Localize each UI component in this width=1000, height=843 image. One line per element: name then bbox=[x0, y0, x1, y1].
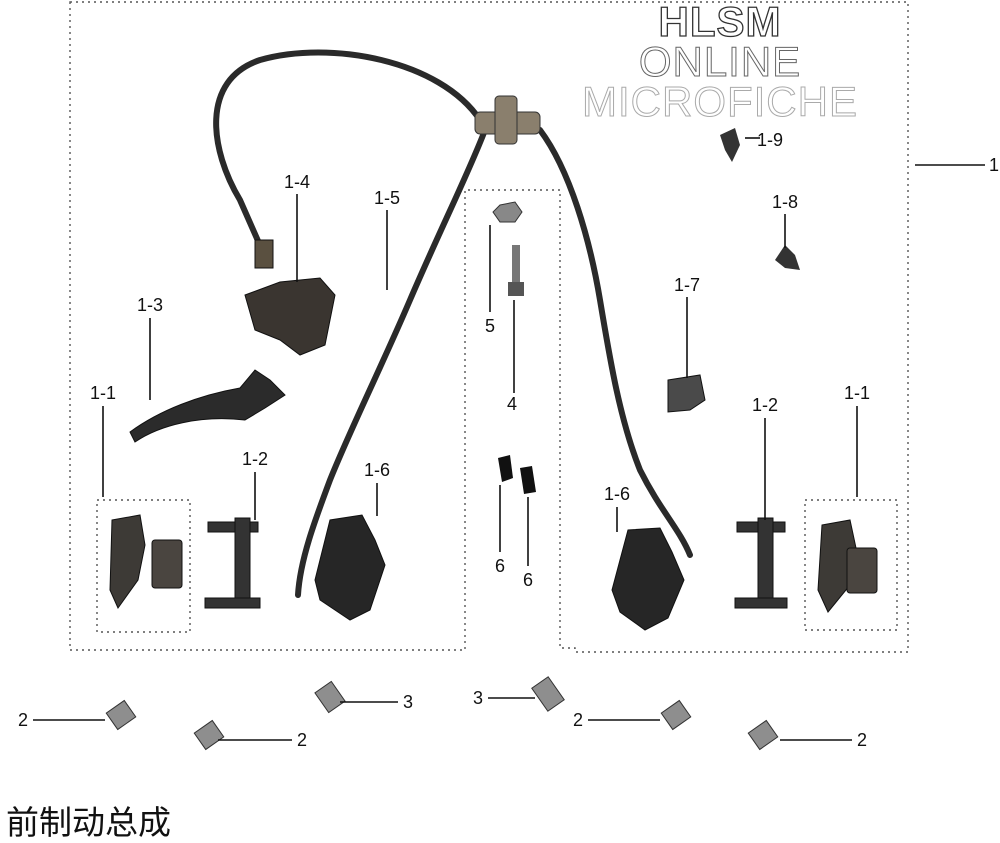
watermark-line-3: MICROFICHE bbox=[582, 78, 858, 125]
caliper-bracket-left bbox=[204, 517, 261, 609]
brake-switch-part bbox=[667, 374, 706, 413]
pad-box-left bbox=[96, 499, 191, 633]
screw-3b-part bbox=[531, 676, 565, 712]
screw-2d-part bbox=[747, 719, 779, 751]
brake-pads-left bbox=[109, 514, 183, 610]
brake-pads-right bbox=[817, 519, 878, 613]
callout-master-cylinder: 1-4 bbox=[283, 172, 311, 192]
callout-screw-2d: 2 bbox=[856, 730, 868, 750]
callout-screw-2c: 2 bbox=[572, 710, 584, 730]
callout-switch: 1-7 bbox=[673, 275, 701, 295]
hose-left bbox=[295, 127, 488, 598]
watermark-line-2: ONLINE bbox=[638, 38, 802, 85]
callout-pad-left: 1-1 bbox=[89, 383, 117, 403]
callout-bolt: 4 bbox=[506, 394, 518, 414]
screw-3a-part bbox=[314, 680, 346, 714]
callout-clamp-b: 1-9 bbox=[756, 130, 784, 150]
callout-nut: 5 bbox=[484, 316, 496, 336]
callout-bracket-right: 1-2 bbox=[751, 395, 779, 415]
nut-part bbox=[492, 201, 523, 223]
caliper-right-part bbox=[611, 527, 685, 631]
screw-2c-part bbox=[660, 699, 692, 731]
callout-screw-2b: 2 bbox=[296, 730, 308, 750]
callout-clip-b: 6 bbox=[522, 570, 534, 590]
callout-hose: 1-5 bbox=[373, 188, 401, 208]
callout-caliper-right: 1-6 bbox=[603, 484, 631, 504]
hose-right bbox=[537, 127, 693, 558]
callout-lever: 1-3 bbox=[136, 295, 164, 315]
pad-box-right bbox=[804, 499, 898, 631]
screw-2b-part bbox=[193, 719, 225, 751]
callout-screw-2a: 2 bbox=[17, 710, 29, 730]
callout-screw-3b: 3 bbox=[472, 688, 484, 708]
callout-caliper-left: 1-6 bbox=[363, 460, 391, 480]
callout-assembly: 1 bbox=[988, 155, 1000, 175]
clamp-1-8-part bbox=[775, 245, 800, 270]
callout-screw-3a: 3 bbox=[402, 692, 414, 712]
watermark-line-1: HLSM bbox=[658, 0, 782, 45]
master-cylinder-part bbox=[244, 239, 336, 356]
diagram-title: 前制动总成 bbox=[6, 803, 171, 842]
hose-master bbox=[213, 49, 483, 253]
callout-bracket-left: 1-2 bbox=[241, 449, 269, 469]
brake-lever-part bbox=[129, 369, 286, 443]
clip-b-part bbox=[520, 466, 536, 494]
hose-junction bbox=[474, 95, 541, 145]
callout-clamp-a: 1-8 bbox=[771, 192, 799, 212]
caliper-bracket-right bbox=[734, 517, 788, 609]
caliper-left-part bbox=[314, 514, 386, 621]
screw-2a-part bbox=[105, 699, 137, 731]
callout-clip-a: 6 bbox=[494, 556, 506, 576]
clip-a-part bbox=[498, 455, 513, 482]
callout-pad-right: 1-1 bbox=[843, 383, 871, 403]
bolt-part bbox=[508, 245, 524, 296]
clamp-1-9-part bbox=[720, 128, 740, 162]
leader-lines bbox=[33, 137, 985, 741]
